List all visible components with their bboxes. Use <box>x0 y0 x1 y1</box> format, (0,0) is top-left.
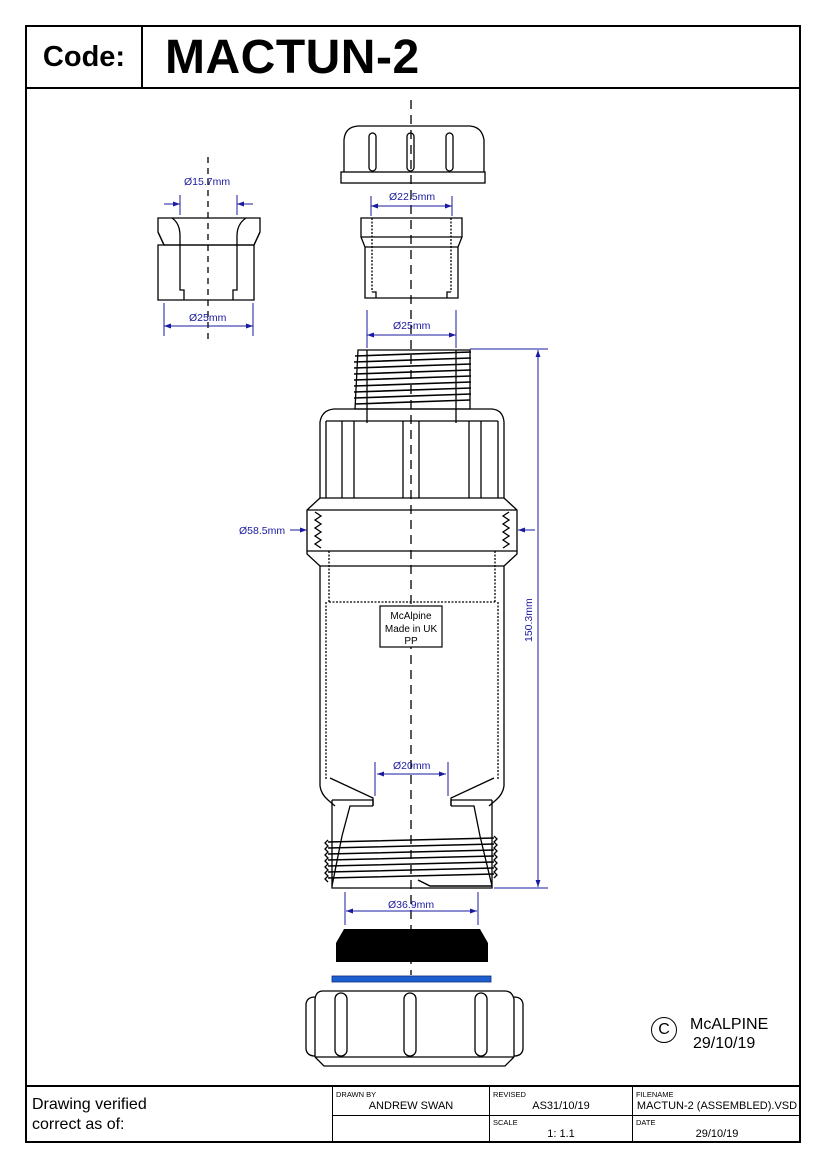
date-cell: DATE 29/10/19 <box>633 1115 801 1143</box>
body-dimensions <box>290 348 548 925</box>
code-header: Code: MACTUN-2 <box>25 25 801 89</box>
code-label: Code: <box>27 27 143 87</box>
filename-cell: FILENAME MACTUN-2 (ASSEMBLED).VSD <box>633 1087 801 1115</box>
svg-text:PP: PP <box>404 636 418 647</box>
threaded-adaptor-body <box>306 349 518 889</box>
drawn-by-value: ANDREW SWAN <box>368 1100 454 1112</box>
title-block-divider <box>333 1115 801 1116</box>
stamp-date: 29/10/19 <box>693 1035 756 1052</box>
bush-dimensions <box>366 196 457 348</box>
dim-outlet-bore: Ø20mm <box>393 760 431 772</box>
verification-note: Drawing verified correct as of: <box>25 1087 333 1143</box>
cone-washer <box>336 929 488 962</box>
revised-cell: REVISED AS31/10/19 <box>490 1087 633 1115</box>
copyright-stamp: C McALPINE 29/10/19 <box>651 1015 768 1053</box>
dim-overall-length: 150.3mm <box>523 598 535 642</box>
scale-cell: SCALE 1: 1.1 <box>490 1115 633 1143</box>
insert-bush <box>360 217 463 299</box>
title-block: Drawing verified correct as of: DRAWN BY… <box>25 1085 801 1143</box>
svg-text:McAlpine: McAlpine <box>390 611 432 622</box>
bottom-nut <box>305 990 524 1067</box>
small-bush-dimensions <box>163 195 254 336</box>
filename-value: MACTUN-2 (ASSEMBLED).VSD <box>636 1100 798 1112</box>
blue-o-ring <box>331 975 492 983</box>
drawn-by-cell: DRAWN BY ANDREW SWAN <box>333 1087 490 1115</box>
blank-cell <box>333 1115 490 1143</box>
stamp-company: McALPINE <box>690 1016 769 1033</box>
copyright-icon: C <box>651 1017 677 1043</box>
dim-small-bush-inner: Ø15.7mm <box>184 176 230 188</box>
small-insert-bush <box>157 157 261 340</box>
dim-bush-inner: Ø22.5mm <box>389 191 435 203</box>
top-nut <box>340 125 486 184</box>
moulded-label: McAlpine Made in UK PP <box>379 605 443 648</box>
product-code: MACTUN-2 <box>165 30 420 84</box>
dim-bush-outer: Ø25mm <box>393 320 431 332</box>
verified-line-1: Drawing verified <box>32 1096 147 1113</box>
date-value: 29/10/19 <box>695 1128 739 1140</box>
dim-nut-diameter: Ø58.5mm <box>239 525 285 537</box>
svg-text:Made in UK: Made in UK <box>385 624 438 635</box>
revised-value: AS31/10/19 <box>532 1100 590 1112</box>
dim-small-bush-outer: Ø25mm <box>189 312 227 324</box>
scale-value: 1: 1.1 <box>547 1128 575 1140</box>
verified-line-2: correct as of: <box>32 1116 125 1133</box>
dim-bottom-thread: Ø36.9mm <box>388 899 434 911</box>
